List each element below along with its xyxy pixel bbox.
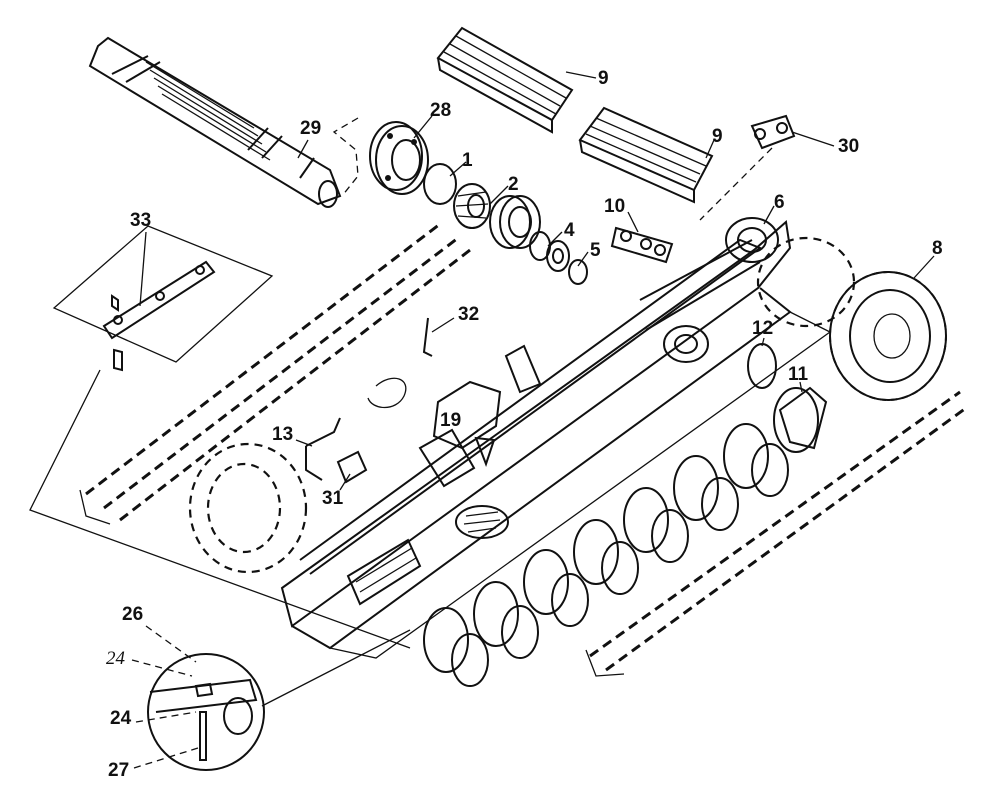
inset-leader-left (29, 369, 411, 649)
rear-idler-wheel (188, 442, 308, 574)
callout-26: 26 (122, 604, 143, 625)
callout-33: 33 (130, 210, 151, 231)
callout-12: 12 (752, 318, 773, 339)
retaining-clip (336, 450, 368, 484)
cotter-pin (422, 317, 433, 357)
detail-leader (261, 629, 411, 707)
callout-13: 13 (272, 424, 293, 445)
callout-31: 31 (322, 488, 344, 509)
callout-24-lower: 24 (110, 708, 132, 729)
upper-idler (756, 236, 856, 328)
axle-to-flange-bracket (332, 117, 359, 197)
spring-outline (367, 377, 407, 409)
bogie-wheels (423, 387, 819, 687)
callout-30: 30 (838, 136, 859, 157)
callout-9-lower: 9 (712, 126, 723, 147)
callout-10: 10 (604, 196, 625, 217)
callout-numbers: 29 28 9 9 30 1 2 10 6 4 5 8 33 32 12 11 … (106, 68, 943, 781)
spacer-rings (529, 231, 570, 272)
o-ring (423, 163, 457, 205)
guard-bracket (778, 386, 828, 450)
callout-8: 8 (932, 238, 943, 259)
callout-29: 29 (300, 118, 321, 139)
callout-4: 4 (564, 220, 575, 241)
drive-sprocket (829, 271, 948, 401)
callout-1: 1 (462, 150, 473, 171)
callout-leaders (131, 71, 935, 769)
drive-axle (88, 36, 342, 208)
callout-2: 2 (508, 174, 519, 195)
connector-link (750, 114, 796, 150)
callout-11: 11 (788, 364, 809, 385)
callout-24-upper: 24 (106, 648, 126, 669)
taper-bearing (453, 183, 491, 229)
chain-link (610, 226, 674, 264)
wear-strip-inset (52, 225, 274, 372)
callout-27: 27 (108, 760, 129, 781)
dashed-chain-left (79, 222, 471, 525)
track-pad-lower (578, 106, 714, 204)
lock-nut (568, 259, 588, 285)
detail-inset-circle (147, 653, 265, 771)
bearing-cup (489, 195, 541, 249)
connector-to-sprocket (699, 147, 773, 221)
callout-9-upper: 9 (598, 68, 609, 89)
track-pad-upper (436, 26, 574, 134)
callout-5: 5 (590, 240, 601, 261)
dashed-chain-right (585, 390, 967, 677)
callout-19: 19 (440, 410, 461, 431)
tension-lever (305, 417, 341, 481)
axle-splines (145, 61, 271, 161)
bearing-flange (369, 121, 429, 195)
slide-rail-frame (280, 217, 832, 659)
decal-19 (432, 380, 502, 467)
callout-32: 32 (458, 304, 479, 325)
callout-28: 28 (430, 100, 451, 121)
callout-6: 6 (774, 192, 785, 213)
